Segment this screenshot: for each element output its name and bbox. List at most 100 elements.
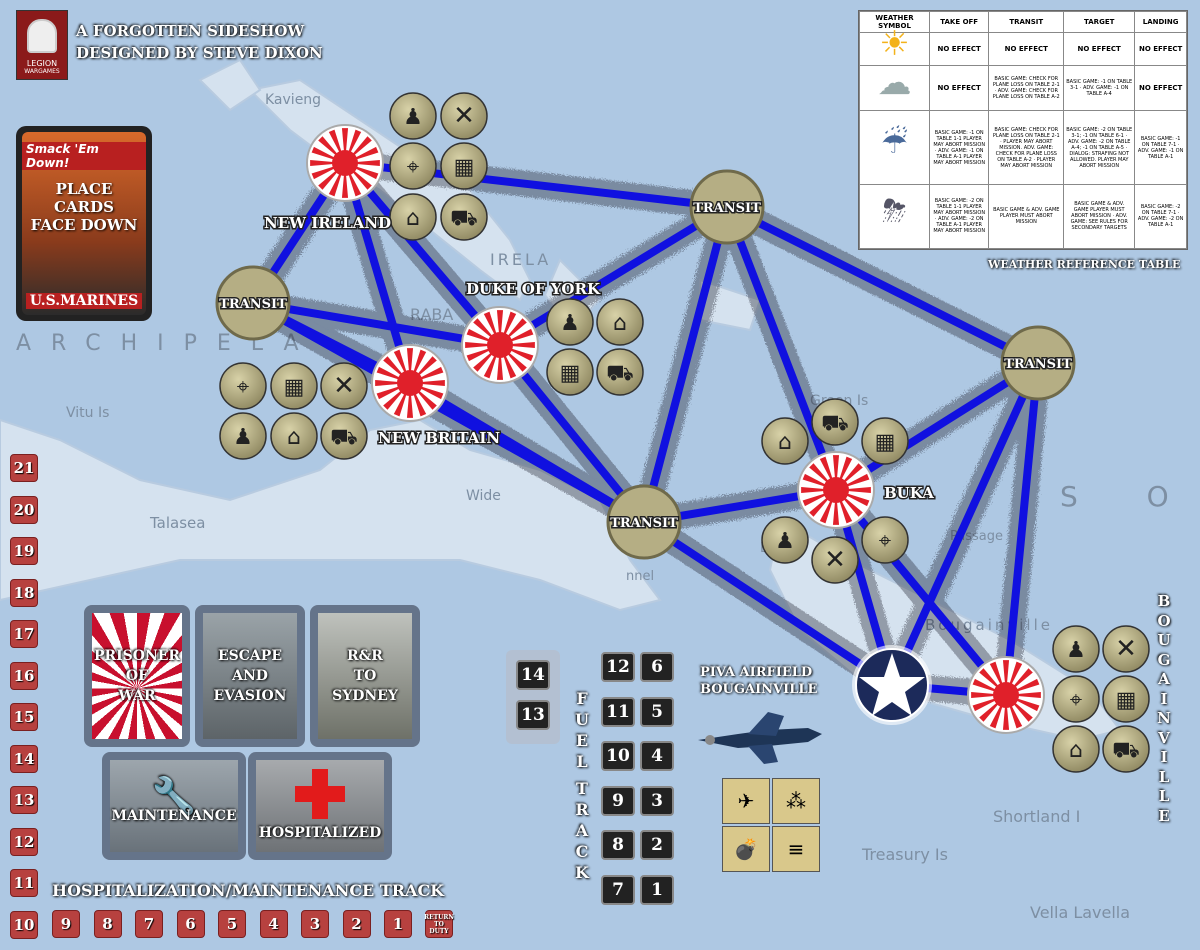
escape-line: EVASION <box>213 688 287 704</box>
fuel-box[interactable]: 11 <box>601 696 635 727</box>
track-box[interactable]: 20 <box>10 495 38 524</box>
return-to-duty-box[interactable]: RETURN TO DUTY <box>424 910 454 938</box>
x-token[interactable]: ✕ <box>811 536 859 584</box>
track-box[interactable]: 6 <box>176 910 205 938</box>
truck-token[interactable]: ⛟ <box>596 348 644 396</box>
card-draw-pile[interactable]: Smack 'Em Down! PLACE CARDS FACE DOWN U.… <box>16 126 152 321</box>
weather-row: ☁ NO EFFECT BASIC GAME: CHECK FOR PLANE … <box>859 64 1187 112</box>
wrench-icon: 🔧 <box>151 775 197 817</box>
label-new-ireland: NEW IRELAND <box>264 214 391 232</box>
pilot-wings-box[interactable]: ✈ <box>722 778 770 824</box>
target-bougainville[interactable] <box>967 656 1045 734</box>
track-box[interactable]: 3 <box>301 910 329 938</box>
piva-airfield-marker[interactable] <box>852 645 932 725</box>
track-box[interactable]: 10 <box>10 910 38 939</box>
hut-token[interactable]: ⌂ <box>1052 725 1100 773</box>
track-box[interactable]: 17 <box>10 620 38 648</box>
truck-token[interactable]: ⛟ <box>811 398 859 446</box>
target-buka[interactable] <box>797 451 875 529</box>
truck-token[interactable]: ⛟ <box>1102 725 1150 773</box>
fuel-box[interactable]: 14 <box>516 660 550 690</box>
fuel-box[interactable]: 1 <box>640 874 674 905</box>
label-buka: BUKA <box>884 484 934 502</box>
x-token[interactable]: ✕ <box>320 362 368 410</box>
target-new-ireland[interactable] <box>306 124 384 202</box>
hut-token[interactable]: ⌂ <box>761 417 809 465</box>
soldier-token[interactable]: ♟ <box>219 412 267 460</box>
hospitalized-box[interactable]: HOSPITALIZED <box>248 752 392 860</box>
track-box[interactable]: 18 <box>10 578 38 607</box>
target-new-britain[interactable] <box>371 344 449 422</box>
fuel-box[interactable]: 4 <box>640 741 674 771</box>
track-box[interactable]: 2 <box>342 910 371 938</box>
col-take-off: TAKE OFF <box>928 11 990 33</box>
aa-token[interactable]: ⌖ <box>1052 675 1100 723</box>
hut-token[interactable]: ⌂ <box>389 193 437 241</box>
target-duke-of-york[interactable] <box>461 306 539 384</box>
soldier-token[interactable]: ♟ <box>546 298 594 346</box>
transit-node[interactable]: TRANSIT <box>1000 325 1076 401</box>
track-box[interactable]: 13 <box>10 786 38 814</box>
track-box[interactable]: 19 <box>10 537 38 565</box>
fuel-token[interactable]: ▦ <box>861 417 909 465</box>
fuel-token[interactable]: ▦ <box>270 362 318 410</box>
x-token[interactable]: ✕ <box>1102 625 1150 673</box>
x-icon: ✕ <box>1115 634 1137 664</box>
fuel-box[interactable]: 9 <box>601 785 635 816</box>
transit-node[interactable]: TRANSIT <box>215 265 291 341</box>
fuel-box[interactable]: 10 <box>601 741 635 771</box>
rocket-box[interactable]: ≡ <box>772 826 820 872</box>
track-box[interactable]: 9 <box>52 910 80 938</box>
soldier-token[interactable]: ♟ <box>761 516 809 564</box>
truck-token[interactable]: ⛟ <box>320 412 368 460</box>
truck-token[interactable]: ⛟ <box>440 193 488 241</box>
route-line <box>249 299 648 526</box>
route-line <box>249 299 504 349</box>
soldier-token[interactable]: ♟ <box>389 92 437 140</box>
track-box[interactable]: 12 <box>10 827 38 856</box>
soldier-token[interactable]: ♟ <box>1052 625 1100 673</box>
fuel-box[interactable]: 12 <box>601 652 635 682</box>
ammo-belt-box[interactable]: ⁂ <box>772 778 820 824</box>
maintenance-box[interactable]: 🔧 MAINTENANCE <box>102 752 246 860</box>
fuel-box[interactable]: 7 <box>601 874 635 905</box>
fuel-box[interactable]: 5 <box>640 696 674 727</box>
track-box[interactable]: 1 <box>384 910 412 938</box>
fuel-box[interactable]: 6 <box>640 652 674 682</box>
transit-node[interactable]: TRANSIT <box>606 484 682 560</box>
fuel-title-letter: E <box>575 731 589 750</box>
aa-token[interactable]: ⌖ <box>219 362 267 410</box>
transit-node[interactable]: TRANSIT <box>689 169 765 245</box>
x-token[interactable]: ✕ <box>440 92 488 140</box>
fuel-token[interactable]: ▦ <box>546 348 594 396</box>
aa-token[interactable]: ⌖ <box>389 142 437 190</box>
track-box[interactable]: 14 <box>10 744 38 773</box>
soldier-icon: ♟ <box>560 311 580 336</box>
track-box[interactable]: 8 <box>93 910 122 938</box>
fuel-box[interactable]: 2 <box>640 830 674 860</box>
fuel-box[interactable]: 8 <box>601 830 635 860</box>
track-box[interactable]: 11 <box>10 869 38 897</box>
track-box[interactable]: 5 <box>218 910 246 938</box>
bomb-box[interactable]: 💣 <box>722 826 770 872</box>
hut-token[interactable]: ⌂ <box>596 298 644 346</box>
fuel-box[interactable]: 3 <box>640 785 674 816</box>
bougainville-letter: A <box>1158 670 1170 688</box>
weather-table: WEATHER SYMBOL TAKE OFF TRANSIT TARGET L… <box>858 10 1188 250</box>
fuel-token[interactable]: ▦ <box>1102 675 1150 723</box>
fuel-box[interactable]: 13 <box>516 700 550 730</box>
track-box[interactable]: 21 <box>10 454 38 482</box>
us-star-icon <box>859 653 925 716</box>
label-talasea: Talasea <box>149 514 205 532</box>
track-box[interactable]: 15 <box>10 703 38 731</box>
track-box[interactable]: 16 <box>10 661 38 690</box>
bougainville-letter: G <box>1157 650 1171 669</box>
track-box[interactable]: 4 <box>259 910 288 938</box>
track-box[interactable]: 7 <box>135 910 163 938</box>
hut-token[interactable]: ⌂ <box>270 412 318 460</box>
aa-token[interactable]: ⌖ <box>861 516 909 564</box>
fuel-token[interactable]: ▦ <box>440 142 488 190</box>
